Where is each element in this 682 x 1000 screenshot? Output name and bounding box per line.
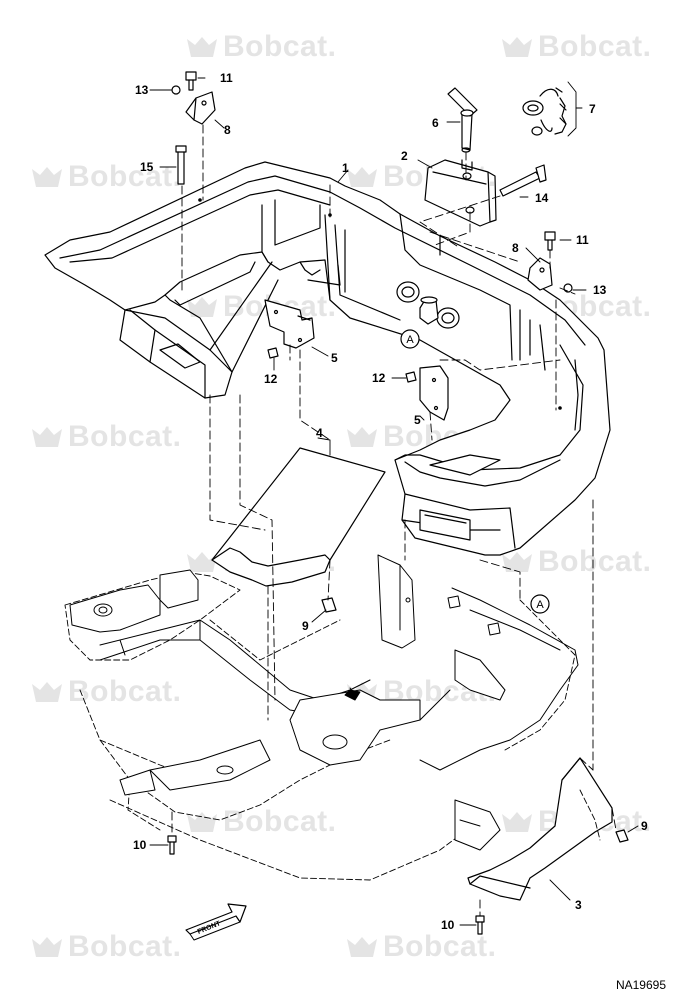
watermark-top-left: Bobcat. [185, 30, 337, 64]
watermark-row4-left: Bobcat. [30, 420, 182, 454]
bolt-part-10-right [475, 915, 485, 935]
bolt-part-9-left [321, 597, 337, 613]
callout-12-lower: 12 [372, 371, 386, 385]
bracket-part-8-left [185, 91, 216, 125]
callout-9-right: 9 [641, 819, 648, 833]
detail-marker-a-lower-label: A [536, 599, 544, 611]
counterweight-part-1 [44, 161, 611, 556]
watermark-row6-left: Bobcat. [30, 675, 182, 709]
bolt-part-11-right [544, 231, 556, 251]
callout-5-upper: 5 [331, 351, 338, 365]
callout-10-right: 10 [441, 918, 455, 932]
callout-8-right: 8 [512, 241, 519, 255]
nut-part-13-left [171, 85, 181, 95]
callout-5-lower: 5 [414, 413, 421, 427]
watermark-text: Bobcat. [383, 930, 497, 963]
front-direction-arrow: FRONT [185, 903, 247, 941]
watermark-mid-left: Bobcat. [30, 160, 182, 194]
detail-marker-a-lower: A [530, 594, 550, 614]
hitch-plate-part-2 [424, 159, 497, 227]
callout-10-left: 10 [133, 838, 147, 852]
bobcat-logo-icon [500, 550, 534, 576]
detail-marker-a-upper: A [400, 329, 420, 349]
bobcat-logo-icon [185, 810, 219, 836]
callout-11-right: 11 [576, 233, 589, 247]
nut-part-13-right [563, 283, 573, 293]
bobcat-logo-icon [30, 165, 64, 191]
bolt-part-14 [499, 164, 547, 197]
bolt-part-15 [175, 145, 187, 185]
hitch-pin-part-6 [447, 87, 478, 153]
watermark-text: Bobcat. [68, 420, 182, 453]
watermark-bottom-left: Bobcat. [30, 930, 182, 964]
callout-3: 3 [575, 898, 582, 912]
callout-6: 6 [432, 116, 439, 130]
bobcat-logo-icon [185, 295, 219, 321]
lynch-pin-chain-part-7 [522, 87, 567, 136]
watermark-text: Bobcat. [68, 160, 182, 193]
bobcat-logo-icon [185, 550, 219, 576]
callout-13-right: 13 [593, 283, 607, 297]
bolt-part-9-right [615, 829, 629, 843]
bobcat-logo-icon [345, 425, 379, 451]
bolt-part-10-left [167, 835, 177, 855]
bracket-part-5-upper [264, 299, 315, 349]
watermark-text: Bobcat. [538, 545, 652, 578]
bobcat-logo-icon [345, 165, 379, 191]
watermark-row7-center: Bobcat. [185, 805, 337, 839]
bobcat-logo-icon [185, 35, 219, 61]
watermark-text: Bobcat. [223, 30, 337, 63]
bracket-part-5-lower [419, 365, 449, 421]
bobcat-logo-icon [500, 35, 534, 61]
nut-part-12-upper [267, 347, 279, 359]
watermark-text: Bobcat. [68, 930, 182, 963]
machine-frame-solid [69, 554, 579, 851]
callout-13-left: 13 [135, 83, 149, 97]
watermark-text: Bobcat. [538, 30, 652, 63]
watermark-text: Bobcat. [68, 675, 182, 708]
watermark-top-right: Bobcat. [500, 30, 652, 64]
detail-marker-a-upper-label: A [406, 334, 414, 346]
bobcat-logo-icon [30, 425, 64, 451]
callout-1: 1 [342, 161, 349, 175]
assembly-guide-lines [171, 124, 617, 917]
guard-plate-part-3 [467, 757, 613, 901]
callout-8-left: 8 [224, 123, 231, 137]
bobcat-logo-icon [500, 810, 534, 836]
callout-11-left: 11 [220, 71, 233, 85]
bobcat-logo-icon [30, 935, 64, 961]
callout-12-upper: 12 [264, 372, 278, 386]
leader-lines [149, 77, 639, 926]
watermark-bottom-center: Bobcat. [345, 930, 497, 964]
bobcat-logo-icon [345, 935, 379, 961]
watermark-row5-right: Bobcat. [500, 545, 652, 579]
callout-15: 15 [140, 160, 154, 174]
callout-9-left: 9 [302, 619, 309, 633]
callout-2: 2 [401, 149, 408, 163]
watermark-text: Bobcat. [223, 805, 337, 838]
figure-reference-id: NA19695 [615, 978, 666, 992]
callout-4: 4 [316, 426, 323, 440]
cover-plate-part-4 [211, 447, 386, 587]
bobcat-logo-icon [30, 680, 64, 706]
callout-14: 14 [535, 191, 549, 205]
nut-part-12-lower [405, 371, 417, 383]
bracket-part-8-right [527, 257, 553, 291]
callout-7: 7 [589, 102, 596, 116]
bolt-part-11-left [185, 71, 197, 91]
